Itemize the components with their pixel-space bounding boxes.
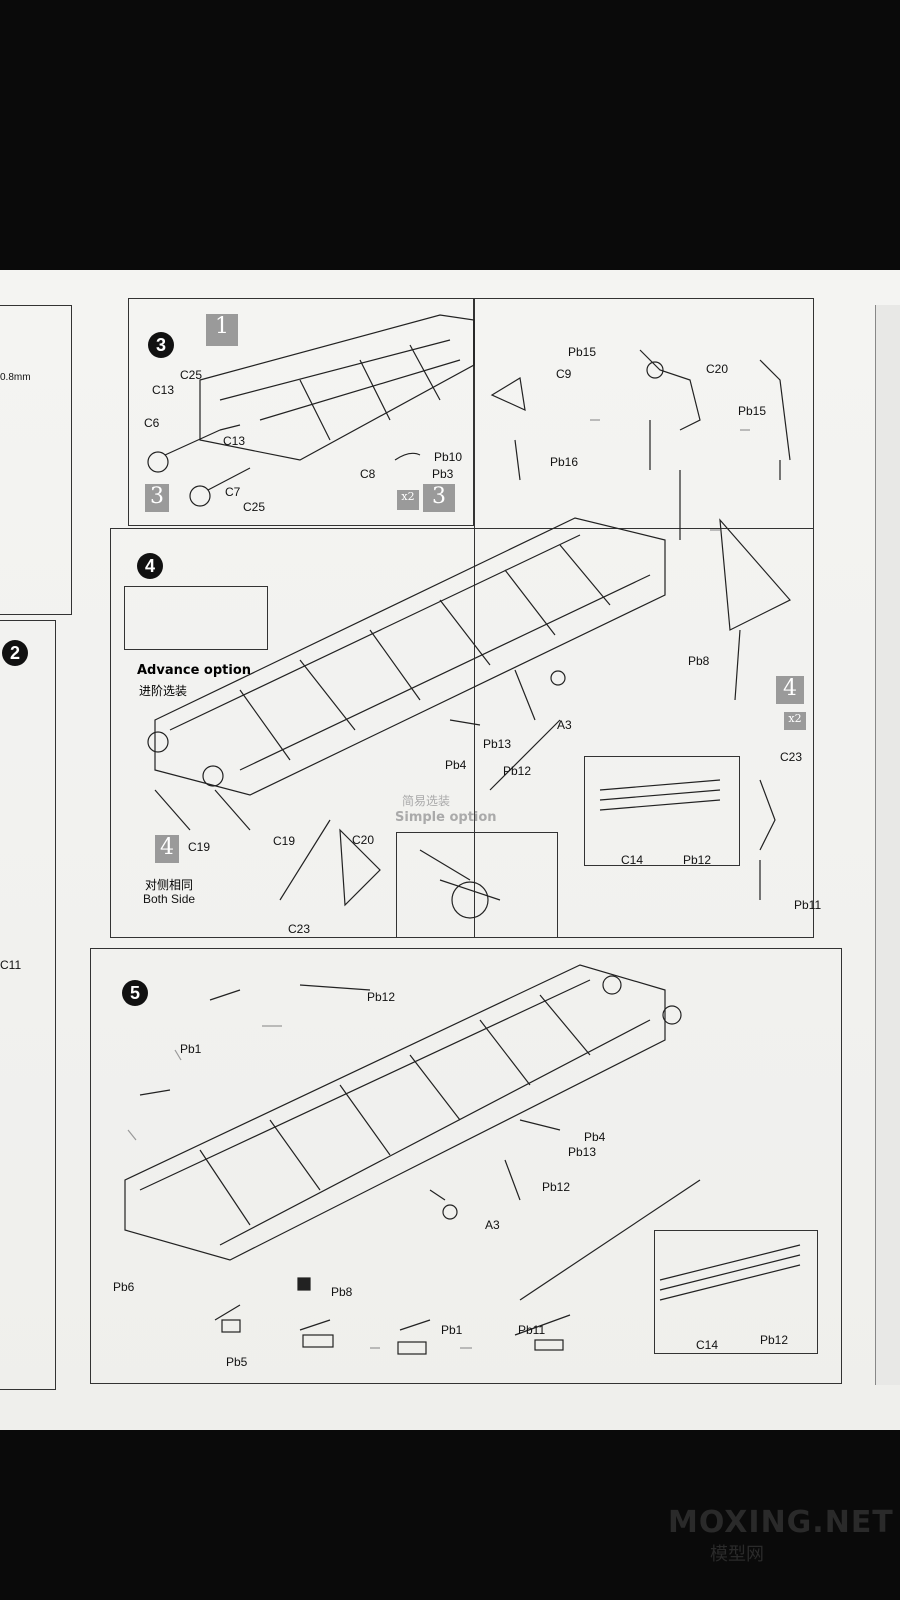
part-label: Pb11	[518, 1323, 546, 1337]
left-mm-label: 0.8mm	[0, 372, 31, 383]
part-label: C23	[288, 922, 311, 936]
part-label: C13	[152, 383, 175, 397]
part-label: C23	[780, 750, 803, 764]
part-label: C8	[360, 467, 376, 481]
both-side-en: Both Side	[143, 892, 196, 906]
step5-frame-drawing	[124, 964, 801, 1355]
part-label: C14	[621, 853, 644, 867]
flow-arrows	[127, 419, 750, 1349]
part-label: Pb11	[794, 898, 822, 912]
repeat-box-step4: 4	[776, 676, 804, 704]
part-label: C7	[225, 485, 241, 499]
repeat-mult-step4: x2	[784, 712, 806, 730]
advance-option-cn: 进阶选装	[139, 684, 188, 698]
part-label: A3	[557, 718, 572, 732]
part-label: C19	[188, 840, 211, 854]
advance-option-box	[124, 586, 268, 650]
repeat-box-step3: 3	[423, 484, 455, 512]
part-label: Pb1	[441, 1323, 463, 1337]
part-label: C19	[273, 834, 296, 848]
step4-frame-drawing	[147, 517, 776, 919]
part-label: C14	[696, 1338, 719, 1352]
part-label: Pb12	[542, 1180, 571, 1194]
repeat-mult-step3: x2	[397, 490, 419, 510]
step3-right-drawings	[490, 349, 791, 701]
part-label: Pb8	[331, 1285, 353, 1299]
step4-number: 4	[137, 553, 163, 579]
part-label: Pb6	[113, 1280, 135, 1294]
advance-option-en: Advance option	[137, 663, 252, 678]
part-label: C20	[706, 362, 729, 376]
left-panel-top	[0, 305, 72, 615]
part-label: Pb12	[760, 1333, 789, 1347]
simple-option-en: Simple option	[395, 810, 497, 825]
next-page-edge	[875, 305, 900, 1385]
part-label: Pb4	[445, 758, 467, 772]
left-c11-label: C11	[0, 958, 22, 972]
step3-frame-drawing	[147, 314, 475, 507]
part-label: Pb10	[434, 450, 463, 464]
left-panel-bottom	[0, 620, 56, 1390]
step2-number: 2	[2, 640, 28, 666]
step5-number: 5	[122, 980, 148, 1006]
step3-number: 3	[148, 332, 174, 358]
part-label: C13	[223, 434, 246, 448]
part-label: Pb12	[503, 764, 532, 778]
part-label: Pb12	[683, 853, 712, 867]
part-label: Pb4	[584, 1130, 606, 1144]
part-label: Pb1	[180, 1042, 202, 1056]
part-label: Pb8	[688, 654, 710, 668]
part-label: Pb3	[432, 467, 454, 481]
part-label: Pb12	[367, 990, 396, 1004]
simple-option-cn: 简易选装	[402, 794, 451, 808]
part-label: Pb15	[568, 345, 597, 359]
watermark-logo: MOXING.NET	[668, 1505, 894, 1540]
part-label: C6	[144, 416, 160, 430]
view-box-3: 3	[145, 484, 169, 512]
step4-detail-box	[584, 756, 740, 866]
part-label: Pb13	[568, 1145, 597, 1159]
part-label: C25	[180, 368, 203, 382]
part-label: C9	[556, 367, 572, 381]
part-label: A3	[485, 1218, 500, 1232]
side-box-4: 4	[155, 835, 179, 863]
part-label: C25	[243, 500, 266, 514]
part-label: Pb5	[226, 1355, 248, 1369]
both-side-cn: 对侧相同	[145, 878, 194, 892]
part-label: C20	[352, 833, 375, 847]
part-label: Pb13	[483, 737, 512, 751]
part-label: Pb16	[550, 455, 579, 469]
step5-detail-box	[654, 1230, 818, 1354]
simple-option-box	[396, 832, 558, 938]
step3-panel	[128, 298, 474, 526]
step5-panel	[90, 948, 842, 1384]
view-box-1: 1	[206, 314, 238, 346]
watermark-sub: 模型网	[710, 1544, 764, 1564]
part-label: Pb15	[738, 404, 767, 418]
